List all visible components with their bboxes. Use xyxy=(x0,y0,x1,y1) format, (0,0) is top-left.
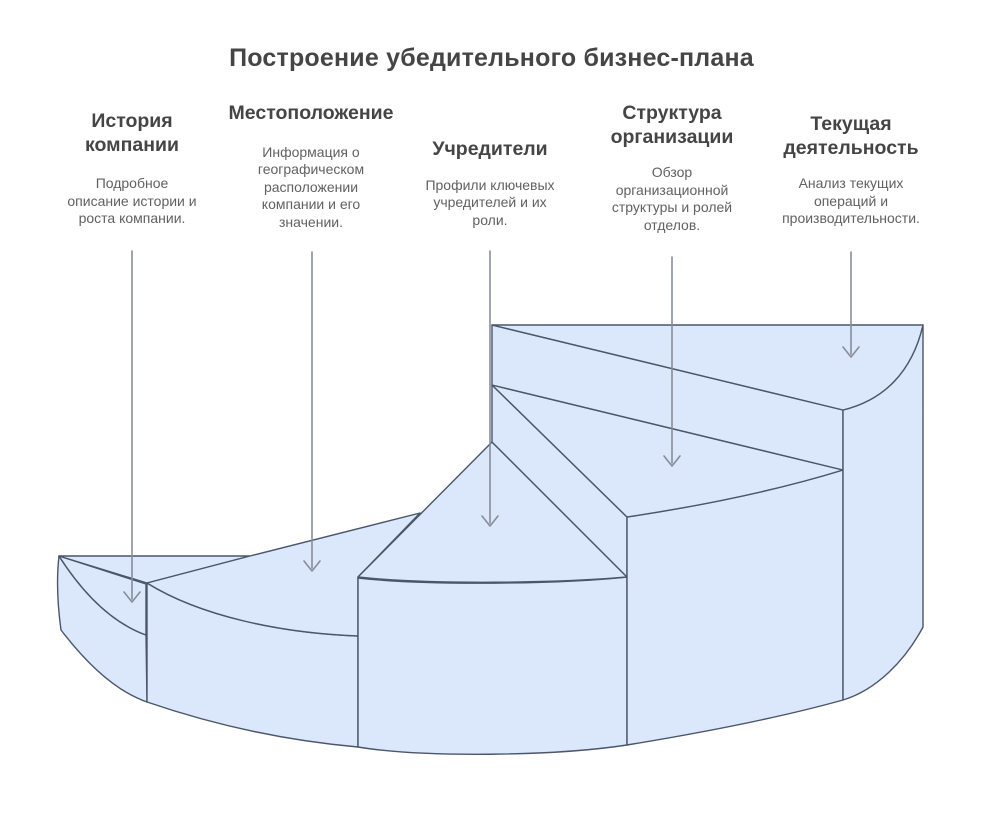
arrow-1 xyxy=(123,250,141,603)
step-3-top-face xyxy=(357,441,628,583)
step-4-top-face xyxy=(491,384,844,518)
step-1-top-face xyxy=(58,555,147,636)
arrow-3 xyxy=(481,250,499,527)
step-2-heading: Местоположение xyxy=(228,102,394,124)
page-title: Построение убедительного бизнес-плана xyxy=(229,44,754,72)
step-5-top-face xyxy=(491,324,924,411)
arrow-2 xyxy=(303,251,321,572)
arrow-4 xyxy=(663,256,681,467)
step-3-front-face xyxy=(357,576,628,756)
step-3-heading: Учредители xyxy=(432,138,548,160)
arrow-5 xyxy=(842,251,860,358)
